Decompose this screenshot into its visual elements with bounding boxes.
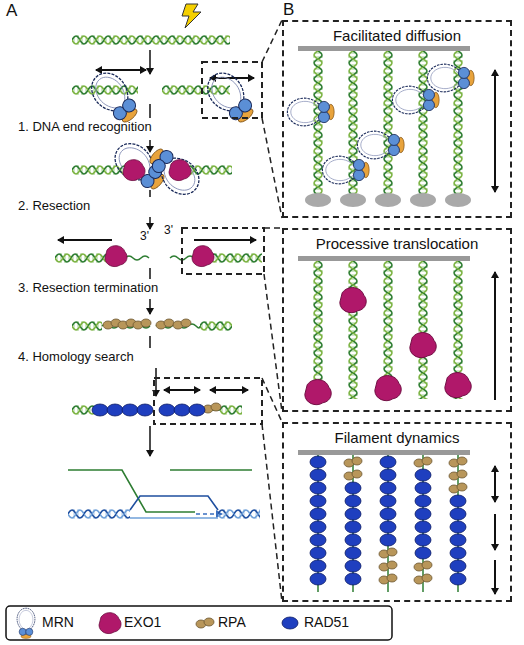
diffusion-panel-art	[287, 46, 495, 207]
legend-text: RAD51	[304, 615, 349, 630]
ssdna	[94, 256, 220, 410]
rpa-protein	[103, 319, 221, 413]
zoom-panel: Filament dynamics	[282, 422, 512, 602]
exo1-protein	[105, 160, 214, 267]
step-label: 4. Homology search	[18, 350, 134, 364]
zoom-panel: Facilitated diffusion	[282, 20, 512, 218]
panel-title: Facilitated diffusion	[284, 22, 510, 44]
strand-invasion	[68, 470, 260, 520]
zoom-panel: Processive translocation	[282, 228, 512, 412]
legend-sample	[17, 608, 298, 638]
legend-text: MRN	[42, 615, 74, 630]
panel-letter: A	[6, 2, 17, 21]
zoom-lines	[262, 20, 282, 602]
panel-title: Filament dynamics	[284, 424, 510, 446]
strand-end-label: 3'	[140, 230, 149, 243]
strand-end-label: 3'	[164, 224, 173, 237]
panel-title: Processive translocation	[284, 230, 510, 252]
step-label: 1. DNA end recognition	[18, 120, 152, 134]
step-label: 2. Resection	[18, 199, 90, 213]
legend-text: EXO1	[124, 615, 161, 630]
panel-letter: B	[283, 1, 294, 20]
translocation-panel-art	[298, 256, 495, 405]
legend-frame	[6, 606, 392, 640]
rad51-filament	[92, 404, 205, 416]
legend-text: RPA	[218, 615, 246, 630]
zoom-box	[154, 62, 264, 424]
dsb-lightning	[182, 4, 201, 28]
step-label: 3. Resection termination	[18, 281, 158, 295]
filament-panel-art	[298, 450, 495, 594]
